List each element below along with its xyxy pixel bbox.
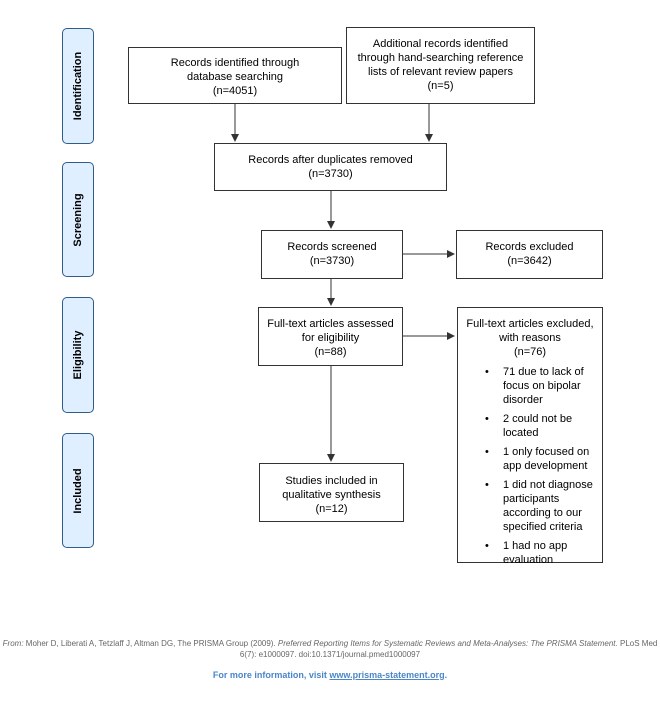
box-studies-included: Studies included in qualitative synthesi…	[259, 463, 404, 522]
box-database-line-2: database searching	[186, 71, 283, 83]
citation-journal: PLoS Med 6(7): e1000097. doi:10.1371/jou…	[239, 639, 658, 659]
box-additional-line-1: Additional records identified	[372, 38, 509, 50]
box-fulltext-excluded-line-1: Full-text articles excluded,	[466, 318, 594, 330]
box-database-line-3: (n=4051)	[212, 85, 258, 97]
box-duplicates-line-2: (n=3730)	[308, 168, 353, 180]
exclusion-reason: 1 had no app evaluation	[458, 539, 602, 567]
box-fulltext-excluded-line-2: with reasons	[499, 332, 561, 344]
box-duplicates-removed: Records after duplicates removed (n=3730…	[214, 143, 447, 191]
box-fulltext-line-1: Full-text articles assessed	[267, 318, 394, 330]
box-records-excluded: Records excluded (n=3642)	[456, 230, 603, 279]
exclusion-reason: 1 only focused on app development	[458, 445, 602, 473]
citation-from-label: From:	[2, 639, 24, 648]
prisma-link[interactable]: www.prisma-statement.org	[329, 670, 445, 680]
citation-authors: Moher D, Liberati A, Tetzlaff J, Altman …	[25, 639, 276, 648]
phase-included: Included	[62, 433, 94, 548]
box-additional-line-2: through hand-searching reference	[357, 52, 524, 64]
box-included-line-2: qualitative synthesis	[282, 489, 381, 501]
box-fulltext-line-3: (n=88)	[314, 346, 347, 358]
phase-screening: Screening	[62, 162, 94, 277]
box-additional-records: Additional records identified through ha…	[346, 27, 535, 104]
box-included-line-1: Studies included in	[285, 475, 378, 487]
box-excluded-line-1: Records excluded	[485, 241, 574, 253]
more-info-text: For more information, visit	[212, 670, 327, 680]
phase-eligibility: Eligibility	[62, 297, 94, 413]
box-database-line-1: Records identified through	[170, 57, 300, 69]
box-screened-line-2: (n=3730)	[309, 255, 355, 267]
exclusion-reason: 71 due to lack of focus on bipolar disor…	[458, 365, 602, 407]
box-fulltext-excluded: Full-text articles excluded, with reason…	[457, 307, 603, 566]
box-fulltext-excluded-line-3: (n=76)	[513, 346, 547, 358]
exclusion-reasons-list: 71 due to lack of focus on bipolar disor…	[458, 365, 602, 567]
more-info: For more information, visit www.prisma-s…	[0, 670, 660, 680]
box-screened-line-1: Records screened	[287, 241, 377, 253]
box-additional-line-3: lists of relevant review papers	[368, 66, 513, 78]
phase-identification: Identification	[62, 28, 94, 144]
box-database-searching: Records identified through database sear…	[128, 47, 342, 104]
box-fulltext-line-2: for eligibility	[301, 332, 360, 344]
box-included-line-3: (n=12)	[315, 503, 348, 515]
box-excluded-line-2: (n=3642)	[507, 255, 552, 267]
box-records-screened: Records screened (n=3730)	[261, 230, 403, 279]
exclusion-reason: 2 could not be located	[458, 412, 602, 440]
more-info-period: .	[444, 670, 448, 680]
citation-title: Preferred Reporting Items for Systematic…	[277, 639, 618, 648]
exclusion-reason: 1 did not diagnose participants accordin…	[458, 478, 602, 534]
box-additional-line-4: (n=5)	[427, 80, 454, 92]
citation: From: Moher D, Liberati A, Tetzlaff J, A…	[0, 638, 660, 660]
box-duplicates-line-1: Records after duplicates removed	[248, 154, 413, 166]
box-fulltext-assessed: Full-text articles assessed for eligibil…	[258, 307, 403, 366]
